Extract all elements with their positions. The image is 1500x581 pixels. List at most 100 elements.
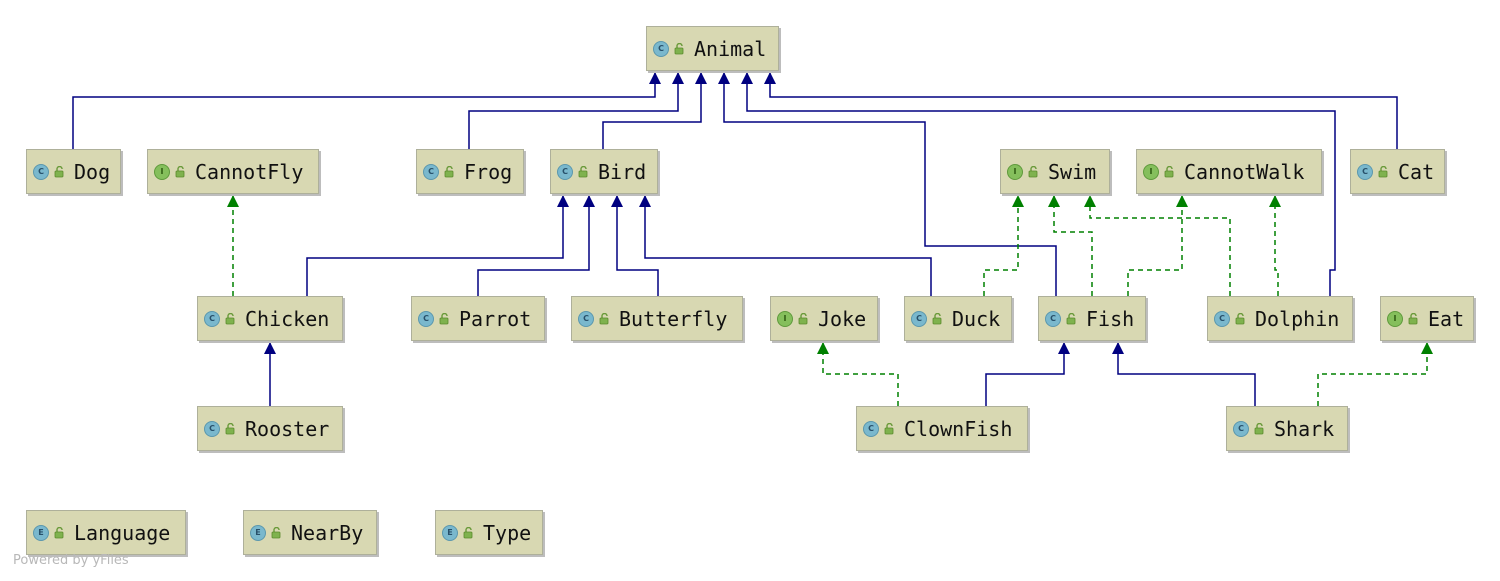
node-label: Butterfly <box>619 306 728 331</box>
edge-shark-to-fish <box>1117 342 1256 406</box>
edge-parrot-to-bird <box>477 195 590 296</box>
node-label: Fish <box>1086 306 1135 331</box>
node-label: CannotWalk <box>1184 159 1305 184</box>
node-dolphin[interactable]: C Dolphin <box>1207 296 1353 341</box>
lock-open-icon <box>54 526 64 538</box>
arrowhead-chicken-to-bird <box>557 195 569 207</box>
class-icon: C <box>653 40 669 57</box>
lock-open-icon <box>1378 165 1388 177</box>
node-swim[interactable]: I Swim <box>1000 149 1110 194</box>
node-label: Swim <box>1048 159 1097 184</box>
arrowhead-parrot-to-bird <box>583 195 595 207</box>
lock-open-icon <box>1164 165 1174 177</box>
arrowhead-clownfish-to-fish <box>1058 342 1070 354</box>
class-icon: C <box>33 163 49 180</box>
arrowhead-dog-to-animal <box>649 72 661 84</box>
class-icon: C <box>1357 163 1373 180</box>
node-label: CannotFly <box>195 159 304 184</box>
node-shark[interactable]: C Shark <box>1226 406 1348 451</box>
lock-open-icon <box>1235 312 1245 324</box>
node-cannotwalk[interactable]: I CannotWalk <box>1136 149 1322 194</box>
arrowhead-dolphin-to-animal <box>741 72 753 84</box>
arrowhead-duck-to-bird <box>639 195 651 207</box>
edge-fish-to-cannotwalk <box>1127 195 1183 296</box>
node-label: Shark <box>1274 416 1335 441</box>
edge-dog-to-animal <box>72 72 656 149</box>
lock-open-icon <box>54 165 64 177</box>
edge-clownfish-to-fish <box>985 342 1065 406</box>
arrowhead-chicken-to-cannotfly <box>227 195 239 207</box>
arrowhead-cat-to-animal <box>764 72 776 84</box>
node-label: Frog <box>464 159 513 184</box>
lock-open-icon <box>225 312 235 324</box>
arrowhead-fish-to-cannotwalk <box>1176 195 1188 207</box>
lock-open-icon <box>1028 165 1038 177</box>
node-label: Type <box>483 520 532 545</box>
lock-open-icon <box>1254 422 1264 434</box>
node-fish[interactable]: C Fish <box>1038 296 1146 341</box>
edge-butterfly-to-bird <box>616 195 659 296</box>
lock-open-icon <box>225 422 235 434</box>
lock-open-icon <box>439 312 449 324</box>
node-label: Dolphin <box>1255 306 1340 331</box>
edge-frog-to-animal <box>468 72 679 149</box>
edge-dolphin-to-swim <box>1089 195 1231 296</box>
enum-icon: E <box>33 524 49 541</box>
node-label: NearBy <box>291 520 364 545</box>
class-icon: C <box>1233 420 1249 437</box>
node-label: Rooster <box>245 416 330 441</box>
node-label: Animal <box>694 36 767 61</box>
node-label: Chicken <box>245 306 330 331</box>
lock-open-icon <box>674 42 684 54</box>
lock-open-icon <box>578 165 588 177</box>
arrowhead-rooster-to-chicken <box>264 342 276 354</box>
interface-icon: I <box>1143 163 1159 180</box>
lock-open-icon <box>932 312 942 324</box>
edge-fish-to-animal <box>723 72 1057 296</box>
class-icon: C <box>1214 310 1230 327</box>
edge-dolphin-to-animal <box>746 72 1336 296</box>
arrowhead-bird-to-animal <box>695 72 707 84</box>
class-icon: C <box>418 310 434 327</box>
node-label: Duck <box>952 306 1001 331</box>
arrowhead-butterfly-to-bird <box>611 195 623 207</box>
lock-open-icon <box>1408 312 1418 324</box>
lock-open-icon <box>1066 312 1076 324</box>
node-animal[interactable]: C Animal <box>646 26 779 71</box>
arrowhead-clownfish-to-joke <box>817 342 829 354</box>
node-rooster[interactable]: C Rooster <box>197 406 343 451</box>
edge-clownfish-to-joke <box>822 342 899 406</box>
edge-shark-to-eat <box>1317 342 1428 406</box>
lock-open-icon <box>444 165 454 177</box>
edge-cat-to-animal <box>769 72 1398 149</box>
arrowhead-fish-to-swim <box>1048 195 1060 207</box>
class-icon: C <box>204 420 220 437</box>
enum-icon: E <box>442 524 458 541</box>
lock-open-icon <box>599 312 609 324</box>
edge-chicken-to-bird <box>306 195 564 296</box>
interface-icon: I <box>1007 163 1023 180</box>
edge-bird-to-animal <box>602 72 702 149</box>
class-icon: C <box>1045 310 1061 327</box>
node-type[interactable]: E Type <box>435 510 543 555</box>
edge-fish-to-swim <box>1053 195 1093 296</box>
class-icon: C <box>863 420 879 437</box>
node-label: Language <box>74 520 171 545</box>
arrowhead-dolphin-to-swim <box>1084 195 1096 207</box>
lock-open-icon <box>175 165 185 177</box>
node-language[interactable]: E Language <box>26 510 186 555</box>
